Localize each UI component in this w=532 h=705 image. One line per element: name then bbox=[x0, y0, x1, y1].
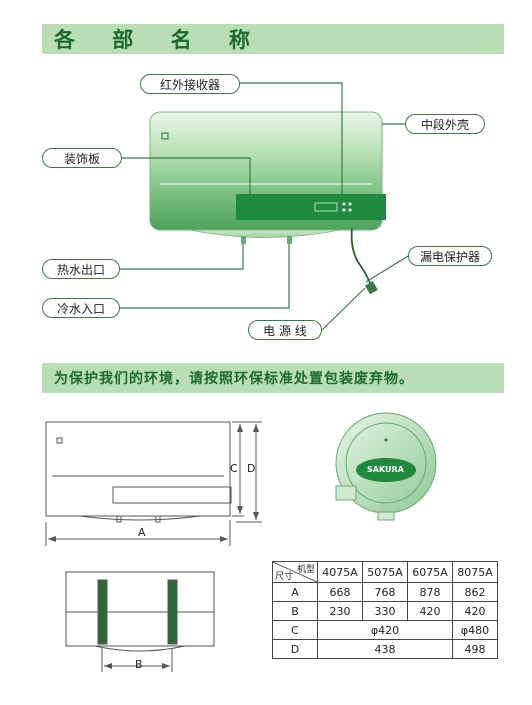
row-label: D bbox=[272, 639, 318, 659]
section-title: 各 部 名 称 bbox=[42, 24, 504, 54]
dimension-label-d: D bbox=[247, 462, 256, 475]
dimension-label-b: B bbox=[135, 658, 143, 671]
model-header: 8075A bbox=[452, 561, 498, 583]
table-corner-cell: 机型 尺寸 bbox=[272, 561, 318, 583]
table-cell: 330 bbox=[362, 601, 408, 621]
table-cell: φ420 bbox=[317, 620, 453, 640]
row-label: A bbox=[272, 582, 318, 602]
row-label: C bbox=[272, 620, 318, 640]
table-cell: 862 bbox=[452, 582, 498, 602]
callout-cold-water-inlet: 冷水入口 bbox=[42, 298, 120, 318]
table-cell: φ480 bbox=[452, 620, 498, 640]
table-row: C φ420 φ480 bbox=[272, 620, 498, 640]
callout-middle-shell: 中段外壳 bbox=[405, 114, 485, 134]
callout-leakage-protector: 漏电保护器 bbox=[408, 246, 492, 266]
table-row: D 438 498 bbox=[272, 639, 498, 659]
front-view-outline bbox=[45, 421, 231, 517]
decorative-panel bbox=[236, 194, 386, 220]
table-row: A 668 768 878 862 bbox=[272, 582, 498, 602]
table-cell: 878 bbox=[407, 582, 453, 602]
table-row: B 230 330 420 420 bbox=[272, 601, 498, 621]
bracket-view-outline bbox=[65, 571, 215, 647]
table-cell: 668 bbox=[317, 582, 363, 602]
table-cell: 438 bbox=[317, 639, 453, 659]
callout-hot-water-outlet: 热水出口 bbox=[42, 259, 120, 279]
dimension-label-a: A bbox=[138, 526, 146, 539]
table-cell: 498 bbox=[452, 639, 498, 659]
spec-table: 机型 尺寸 4075A 5075A 6075A 8075A A 668 768 … bbox=[272, 561, 498, 659]
brand-logo: SAKURA bbox=[367, 465, 404, 474]
table-cell: 230 bbox=[317, 601, 363, 621]
model-header: 5075A bbox=[362, 561, 408, 583]
model-header: 4075A bbox=[317, 561, 363, 583]
table-cell: 768 bbox=[362, 582, 408, 602]
callout-decorative-panel: 装饰板 bbox=[42, 148, 122, 168]
dimension-label-c: C bbox=[230, 462, 238, 475]
model-header: 6075A bbox=[407, 561, 453, 583]
table-cell: 420 bbox=[407, 601, 453, 621]
table-cell: 420 bbox=[452, 601, 498, 621]
row-label: B bbox=[272, 601, 318, 621]
callout-infrared-receiver: 红外接收器 bbox=[140, 74, 240, 94]
callout-power-cord: 电 源 线 bbox=[248, 320, 322, 340]
environment-notice: 为保护我们的环境，请按照环保标准处置包装废弃物。 bbox=[42, 363, 504, 393]
